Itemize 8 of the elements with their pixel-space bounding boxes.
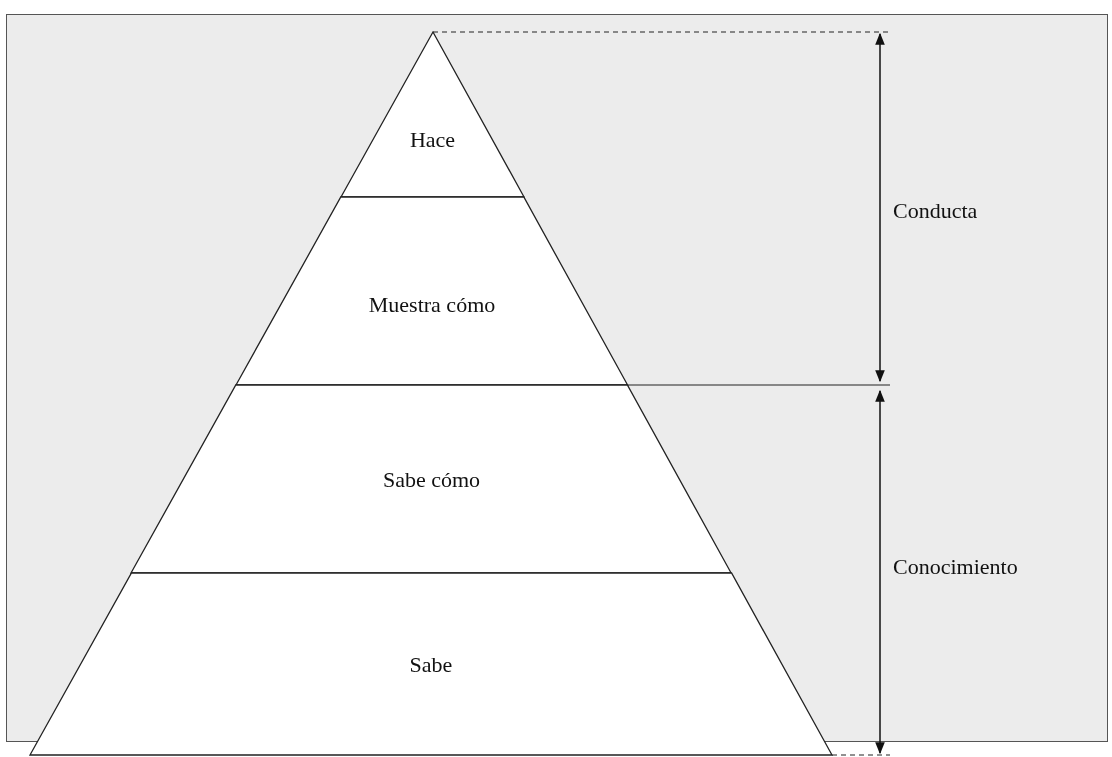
level-label: Sabe cómo — [382, 469, 481, 491]
level-label: Hace — [409, 129, 456, 151]
level-label: Muestra cómo — [368, 294, 496, 316]
range-label: Conocimiento — [893, 556, 1018, 578]
pyramid-level — [131, 385, 732, 573]
level-label: Sabe — [409, 654, 453, 676]
pyramid-level — [30, 573, 832, 755]
range-label: Conducta — [893, 200, 978, 222]
